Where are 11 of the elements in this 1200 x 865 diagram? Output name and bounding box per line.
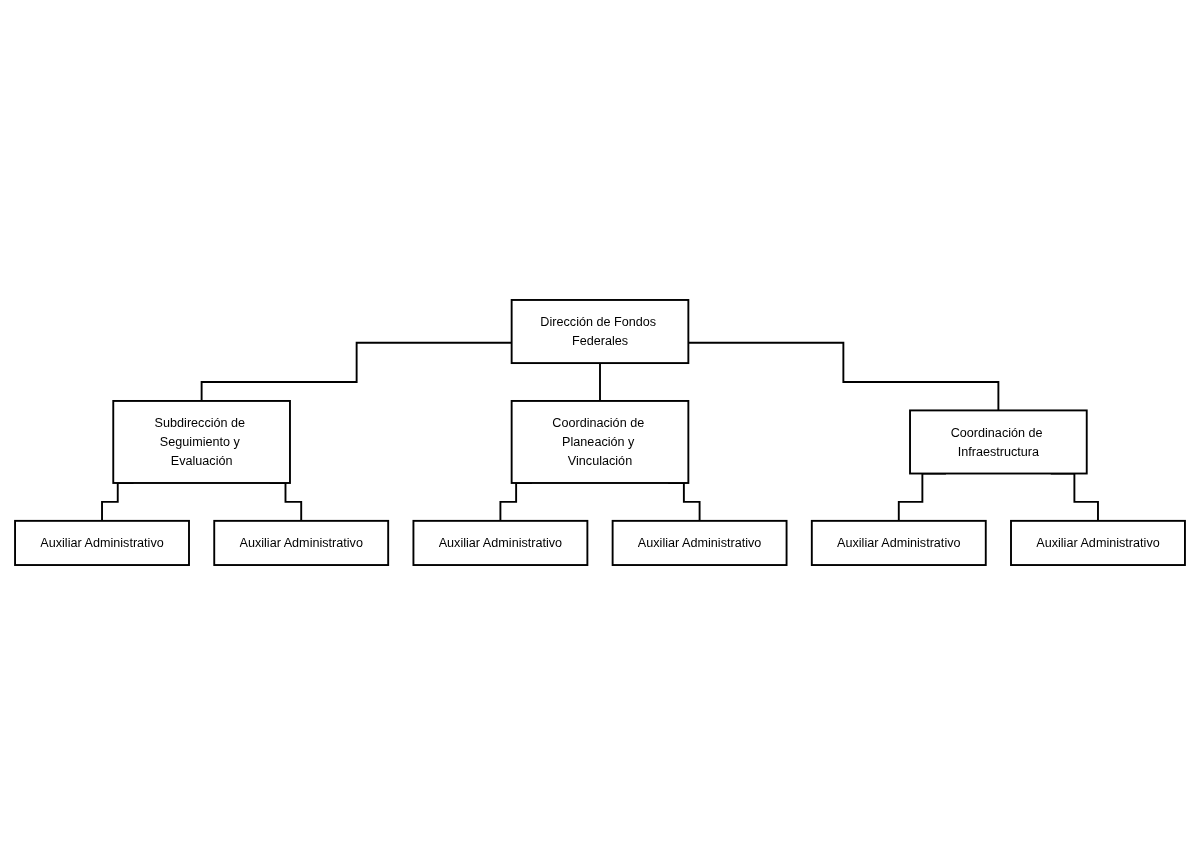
node-box: Subdirección de Seguimiento y Evaluación	[112, 400, 291, 484]
connector	[599, 362, 601, 402]
node-box: Coordinación de Planeación y Vinculación	[510, 400, 690, 484]
node-box: Auxiliar Administrativo	[810, 519, 987, 566]
node-box: Auxiliar Administrativo	[14, 519, 190, 566]
node-box: Dirección de Fondos Federales	[510, 299, 690, 365]
node-box: Auxiliar Administrativo	[1010, 519, 1186, 566]
node-box: Coordinación de Infraestructura	[909, 409, 1088, 475]
node-box: Auxiliar Administrativo	[213, 519, 390, 566]
node-box: Auxiliar Administrativo	[412, 519, 589, 566]
node-box: Auxiliar Administrativo	[611, 519, 788, 566]
